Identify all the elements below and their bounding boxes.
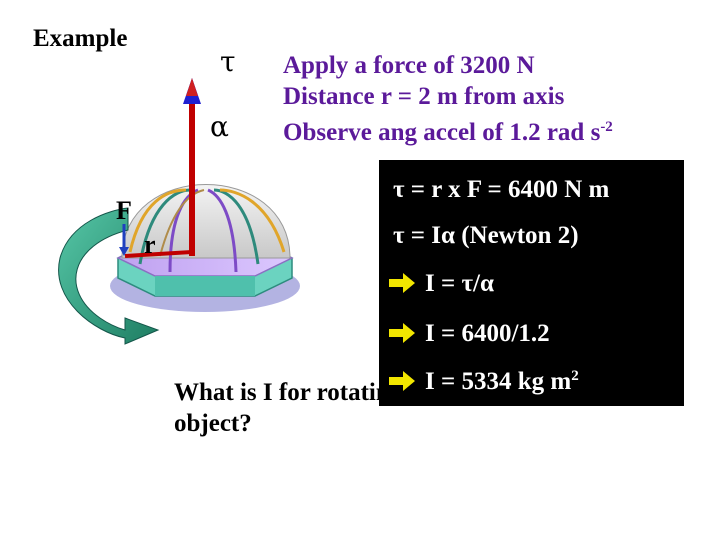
right-arrow-icon xyxy=(389,323,415,343)
question-line-2: object? xyxy=(174,410,252,437)
force-arrow xyxy=(58,207,160,345)
tangent-arrow xyxy=(119,224,129,256)
question-text: What is I for rotating object? xyxy=(174,377,402,439)
radius-label: r xyxy=(144,230,156,259)
given-values: Apply a force of 3200 N Distance r = 2 m… xyxy=(283,50,613,148)
alpha-label: α xyxy=(210,110,229,143)
dome xyxy=(121,184,291,273)
newton-2-equation: τ = Iα (Newton 2) xyxy=(393,222,579,249)
question-line-1: What is I for rotating xyxy=(174,379,403,406)
slide-title: Example xyxy=(33,25,128,52)
given-force: Apply a force of 3200 N xyxy=(283,52,535,79)
tau-vector xyxy=(186,78,198,256)
given-distance: Distance r = 2 m from axis xyxy=(283,83,565,110)
given-accel: Observe ang accel of 1.2 rad s-2 xyxy=(283,119,613,146)
right-arrow-icon xyxy=(389,371,415,391)
force-label: F xyxy=(116,196,132,225)
tau-label: τ xyxy=(220,45,236,78)
radius-line xyxy=(124,250,193,258)
inertia-substitution: I = 6400/1.2 xyxy=(387,320,550,348)
inertia-formula: I = τ/α xyxy=(387,270,494,298)
calculation-box: τ = r x F = 6400 N m τ = Iα (Newton 2) I… xyxy=(379,160,684,406)
inertia-result: I = 5334 kg m2 xyxy=(387,368,579,396)
torque-equation: τ = r x F = 6400 N m xyxy=(393,176,610,203)
right-arrow-icon xyxy=(389,273,415,293)
